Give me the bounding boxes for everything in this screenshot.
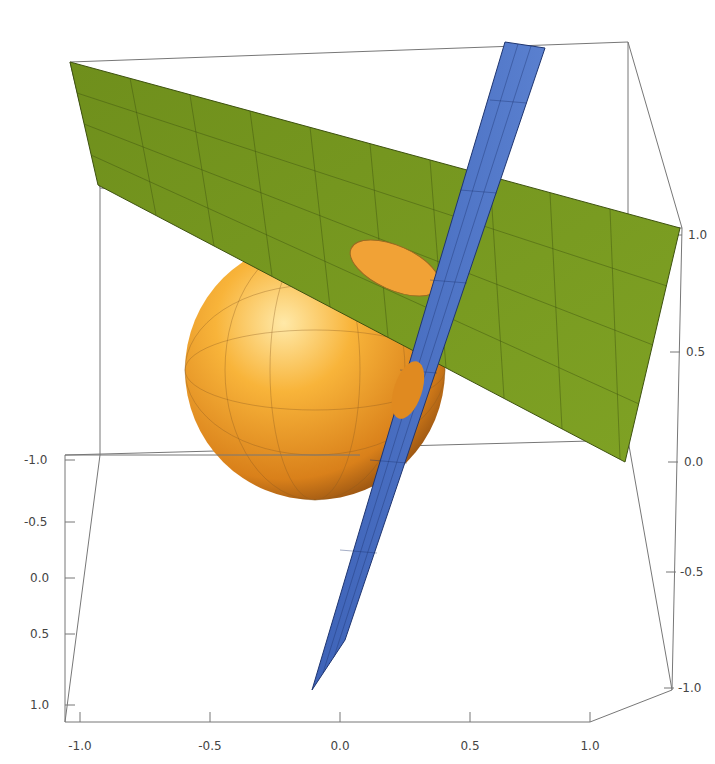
axis-tick-label: 0.0 [684,455,703,469]
axis-tick-label: 1.0 [688,228,707,242]
bounding-box-front [65,455,360,456]
axis-tick-label: -0.5 [24,515,47,529]
blue-plane [312,42,545,690]
axis-tick-label: 0.5 [460,739,479,753]
axis-tick-label: 1.0 [30,698,49,712]
axis-tick-label: 0.5 [686,345,705,359]
blue-plane-mesh [323,44,531,673]
axis-tick-label: -1.0 [68,739,91,753]
axis-tick-label: 0.0 [30,571,49,585]
axis-tick-label: 0.5 [30,627,49,641]
axis-tick-label: 0.0 [330,739,349,753]
green-plane-mesh [77,78,667,459]
bounding-box [65,42,682,722]
axis-tick-label: 1.0 [580,739,599,753]
axis-tick-label: -0.5 [198,739,221,753]
sphere-through-plane [385,357,430,423]
axis-tick-label: -1.0 [678,681,701,695]
axis-tick-label: -1.0 [24,453,47,467]
axis-tick-label: -0.5 [680,565,703,579]
green-plane [70,62,680,462]
